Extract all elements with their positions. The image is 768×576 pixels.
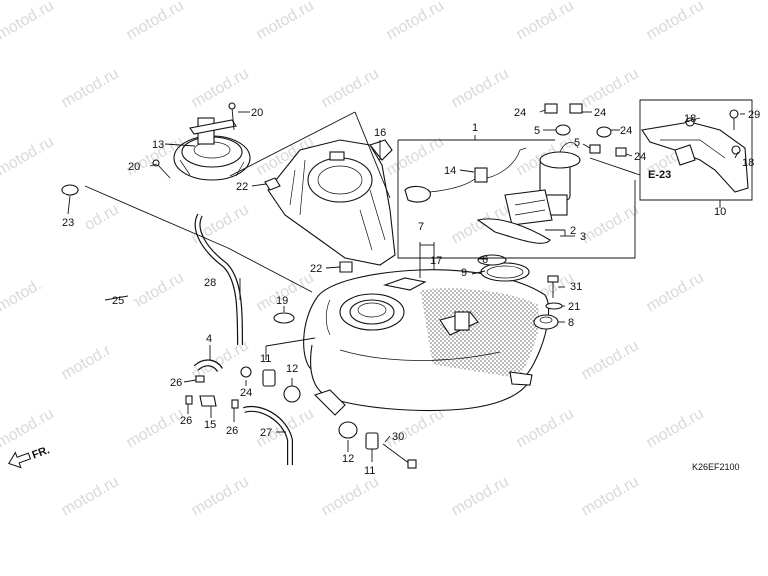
callout-5a: 5: [534, 125, 540, 137]
callout-21: 21: [568, 301, 580, 313]
hose-25[interactable]: [6, 193, 191, 394]
callout-6: 6: [482, 254, 488, 266]
callout-23: 23: [62, 217, 74, 229]
callout-19: 19: [276, 295, 288, 307]
callout-26c: 26: [226, 425, 238, 437]
watermark-text: motod.ru: [0, 405, 57, 451]
watermark-text: motod.ru: [59, 473, 122, 519]
watermark-text: motod.ru: [449, 65, 512, 111]
front-arrow-label: FR.: [31, 444, 52, 461]
callout-15: 15: [204, 419, 216, 431]
watermark-text: motod.ru: [319, 65, 382, 111]
callout-17: 17: [430, 255, 442, 267]
callout-29: 29: [748, 109, 760, 121]
callout-3: 3: [580, 231, 586, 243]
watermark-text: motod.ru: [579, 65, 642, 111]
watermark-text: motod.ru: [514, 405, 577, 451]
callout-2: 2: [570, 225, 576, 237]
watermark-text: motod.ru: [644, 405, 707, 451]
watermark-text: motod.ru: [514, 0, 577, 43]
watermark-text: motod.ru: [254, 0, 317, 43]
fuel-cap[interactable]: [173, 117, 251, 181]
callout-20a: 20: [251, 107, 263, 119]
callout-25: 25: [112, 295, 124, 307]
callout-22b: 22: [310, 263, 322, 275]
watermark-text: motod.ru: [384, 405, 447, 451]
callout-20b: 20: [128, 161, 140, 173]
fuel-pump[interactable]: [404, 142, 581, 244]
tank-cover[interactable]: [641, 117, 749, 193]
diagram-code: K26EF2100: [692, 462, 740, 472]
callout-31: 31: [570, 281, 582, 293]
watermark-text: motod.ru: [0, 0, 57, 43]
watermark-text: motod.ru: [579, 337, 642, 383]
callout-14: 14: [444, 165, 456, 177]
watermark-text: motod.ru: [124, 405, 187, 451]
watermark-text: motod.ru: [124, 0, 187, 43]
callout-10: 10: [714, 206, 726, 218]
watermark-text: motod.ru: [254, 269, 317, 315]
callout-24a: 24: [514, 107, 526, 119]
watermark-text: motod.ru: [319, 473, 382, 519]
callout-16: 16: [374, 127, 386, 139]
fuel-tank[interactable]: [303, 269, 550, 416]
watermark-text: motod.ru: [384, 0, 447, 43]
callout-12b: 12: [342, 453, 354, 465]
watermark-text: motod.ru: [644, 0, 707, 43]
watermark-text: motod.ru: [644, 269, 707, 315]
leader-lines: [67, 109, 745, 462]
callout-labels: 1 2 3 4 5 5 6 7 8 9 10 11 11 12 12 13 14…: [62, 107, 760, 477]
callout-24b: 24: [594, 107, 606, 119]
callout-11b: 11: [364, 465, 375, 477]
callout-7: 7: [418, 221, 424, 233]
pump-group-frame: [397, 139, 636, 259]
callout-4: 4: [206, 333, 212, 345]
small-fasteners: [61, 102, 739, 469]
watermark-text: motod.ru: [189, 65, 252, 111]
watermark-text: motod.ru: [189, 473, 252, 519]
callout-24c: 24: [620, 125, 632, 137]
callout-5b: 5: [574, 137, 580, 149]
watermark-text: motod.ru: [449, 473, 512, 519]
callout-12a: 12: [286, 363, 298, 375]
watermark-text: motod.ru: [579, 473, 642, 519]
cover-group-frame: [639, 99, 753, 201]
reference-label: E-23: [648, 169, 671, 181]
callout-22a: 22: [236, 181, 248, 193]
callout-24e: 24: [240, 387, 252, 399]
watermark-text: motod.ru: [579, 201, 642, 247]
callout-18a: 18: [684, 113, 696, 125]
filler-tray[interactable]: [267, 139, 396, 266]
callout-26b: 26: [180, 415, 192, 427]
callout-18b: 18: [742, 157, 754, 169]
watermark-text: motod.ru: [59, 65, 122, 111]
hose-4[interactable]: [193, 359, 223, 373]
callout-24d: 24: [634, 151, 646, 163]
callout-28: 28: [204, 277, 216, 289]
hose-27[interactable]: [243, 405, 293, 465]
callout-26a: 26: [170, 377, 182, 389]
callout-30: 30: [392, 431, 404, 443]
hose-28[interactable]: [194, 213, 243, 346]
callout-13: 13: [152, 139, 164, 151]
callout-8: 8: [568, 317, 574, 329]
watermark-text: motod.ru: [0, 133, 57, 179]
callout-1: 1: [472, 122, 478, 134]
callout-9: 9: [461, 267, 467, 279]
callout-27: 27: [260, 427, 272, 439]
callout-11a: 11: [260, 353, 271, 365]
packing-ring[interactable]: [477, 254, 530, 282]
front-direction-arrow: FR.: [7, 444, 52, 469]
